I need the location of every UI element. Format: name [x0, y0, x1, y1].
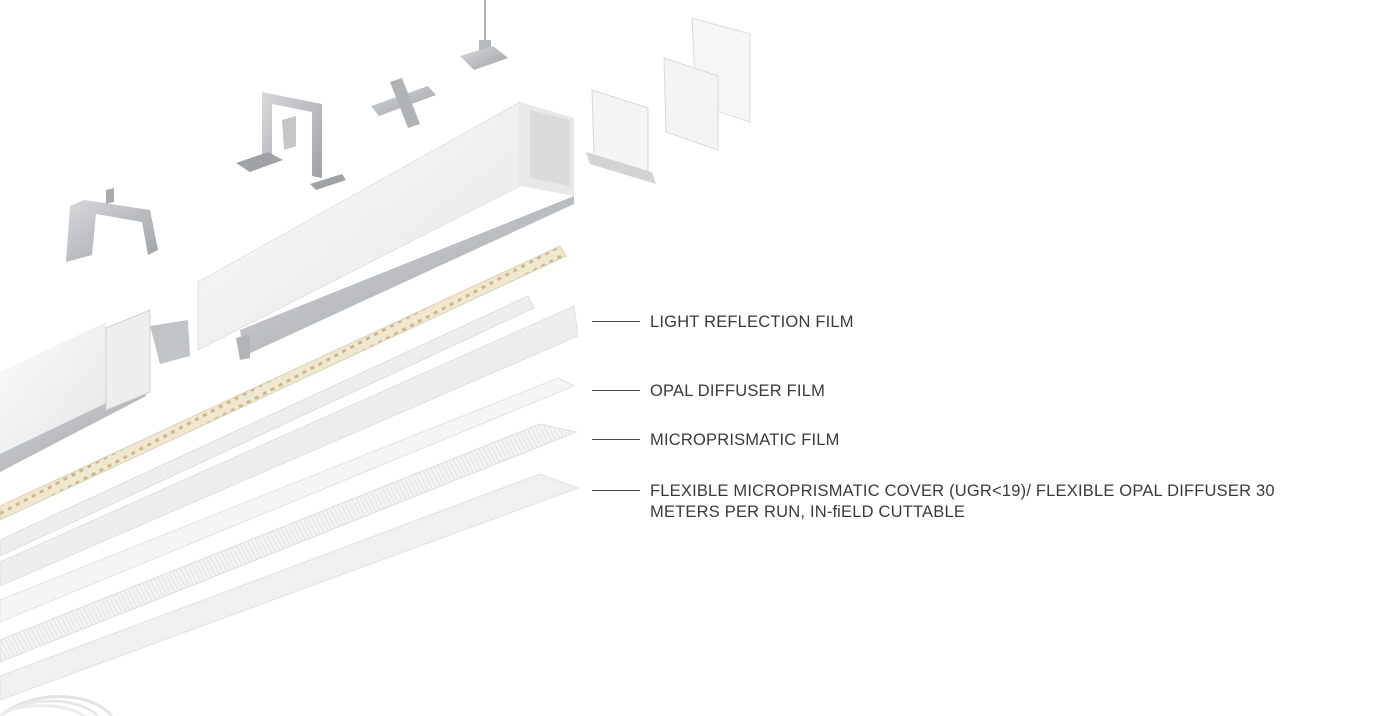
leader-line [592, 390, 640, 391]
suspension-kit-icon [460, 0, 508, 70]
aluminium-profile [197, 101, 574, 360]
coiled-cover-roll [0, 695, 114, 716]
u-bracket-icon [66, 188, 158, 262]
callout-label: MICROPRISMATIC FILM [650, 431, 840, 449]
callout-label: FLEXIBLE MICROPRISMATIC COVER (UGR<19)/ … [650, 482, 1275, 521]
opal-diffuser-film [0, 305, 579, 587]
flexible-microprismatic-cover [0, 423, 578, 663]
led-strip [0, 245, 567, 521]
leader-line [592, 439, 640, 440]
leader-line [592, 490, 640, 491]
callout-flexible-cover: FLEXIBLE MICROPRISMATIC COVER (UGR<19)/ … [592, 481, 1275, 523]
end-cap-icon [586, 17, 751, 184]
microprismatic-film [0, 377, 576, 623]
profile-connector [0, 309, 190, 472]
cross-bracket-icon [371, 78, 436, 128]
u-bracket-icon [236, 92, 346, 190]
callout-opal-diffuser-film: OPAL DIFFUSER FILM [592, 381, 825, 402]
callout-label: OPAL DIFFUSER FILM [650, 382, 826, 400]
leader-line [592, 321, 640, 322]
callout-light-reflection-film: LIGHT REFLECTION FILM [592, 312, 854, 333]
callout-label: LIGHT REFLECTION FILM [650, 313, 854, 331]
flexible-opal-diffuser [0, 473, 580, 701]
light-reflection-film [0, 295, 535, 557]
callout-microprismatic-film: MICROPRISMATIC FILM [592, 430, 840, 451]
